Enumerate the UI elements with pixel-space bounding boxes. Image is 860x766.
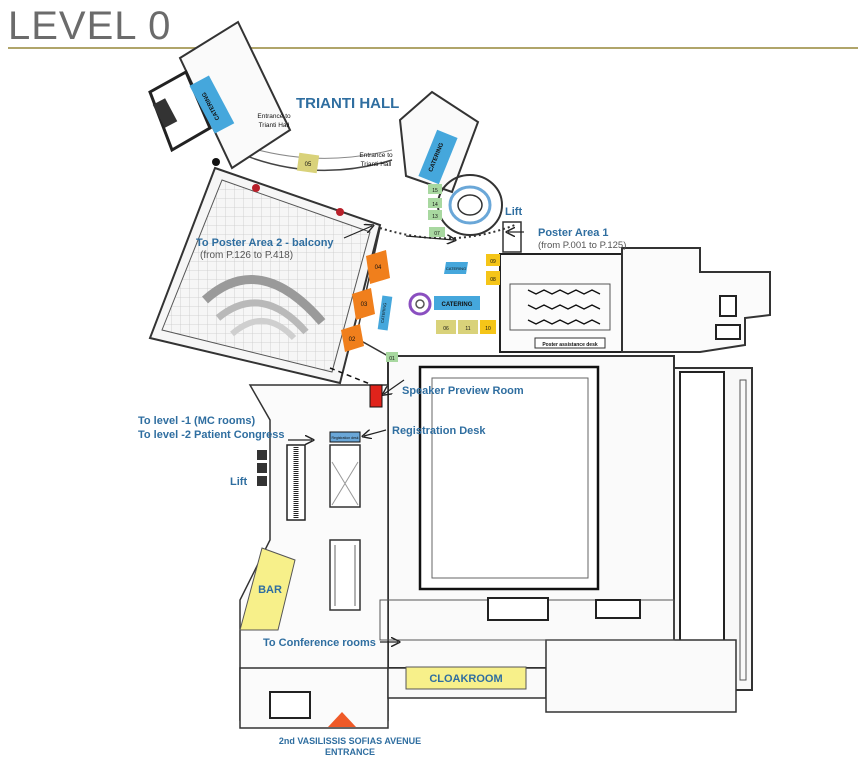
svg-text:07: 07 — [434, 231, 440, 237]
trianti-hall-label: TRIANTI HALL — [296, 95, 399, 112]
lift-top-label: Lift — [505, 206, 522, 218]
south-entrance — [239, 597, 737, 729]
booth-05: 05 — [296, 152, 320, 174]
page-title: LEVEL 0 — [8, 4, 172, 48]
entrance-trianti-2-line2: Trianti Hall — [361, 161, 392, 168]
booth-13: 13 — [428, 210, 442, 220]
bar-label: BAR — [258, 584, 282, 596]
booth-10: 10 — [480, 320, 496, 334]
to-conference-label: To Conference rooms — [263, 637, 376, 649]
to-level-2-label: To level -2 Patient Congress — [138, 429, 285, 441]
catering-vertical: CATERING — [377, 295, 393, 331]
poster-area-2-label: To Poster Area 2 - balcony — [196, 237, 334, 249]
svg-text:04: 04 — [375, 265, 382, 271]
booth-08: 08 — [486, 271, 500, 285]
svg-text:03: 03 — [361, 302, 368, 308]
entrance-arrow-icon — [328, 712, 356, 727]
svg-text:13: 13 — [432, 214, 438, 220]
speaker-preview-room — [369, 384, 383, 408]
poster-area-2-range: (from P.126 to P.418) — [200, 250, 293, 261]
svg-text:06: 06 — [443, 326, 449, 332]
svg-text:09: 09 — [490, 259, 496, 265]
trianti-hall-area — [148, 158, 382, 385]
registration-desk-label: Registration Desk — [392, 425, 486, 437]
booth-03: 03 — [352, 288, 375, 320]
booth-14: 14 — [428, 198, 442, 208]
catering-foyer: CATERING — [434, 296, 480, 310]
booth-04: 04 — [366, 250, 390, 284]
booth-06: 06 — [436, 320, 456, 334]
svg-text:CATERING: CATERING — [380, 302, 388, 323]
svg-text:08: 08 — [490, 277, 496, 283]
svg-text:05: 05 — [305, 162, 312, 168]
svg-text:01: 01 — [389, 356, 395, 362]
entrance-street-label: 2nd VASILISSIS SOFIAS AVENUE — [279, 736, 421, 746]
catering-small: CATERING — [444, 262, 468, 274]
booth-11: 11 — [458, 320, 478, 334]
west-corridor — [239, 384, 389, 721]
to-level-1-label: To level -1 (MC rooms) — [138, 415, 255, 427]
svg-text:10: 10 — [485, 326, 491, 332]
entrance-trianti-2-line1: Entrance to — [359, 152, 393, 159]
lift-left-label: Lift — [230, 476, 247, 488]
svg-text:02: 02 — [349, 337, 356, 343]
marker-dot — [336, 208, 344, 216]
title-divider — [8, 47, 858, 49]
svg-text:CATERING: CATERING — [446, 266, 466, 271]
registration-desk-icon: Registration desk — [329, 431, 361, 443]
registration-desk-small-label: Registration desk — [331, 436, 358, 440]
speaker-preview-label: Speaker Preview Room — [402, 385, 524, 397]
booth-02: 02 — [341, 324, 364, 352]
poster-assistance-label: Poster assistance desk — [542, 342, 598, 348]
west-wing — [148, 20, 292, 170]
svg-text:15: 15 — [432, 188, 438, 194]
booth-07: 07 — [429, 227, 445, 237]
booth-15: 15 — [428, 184, 442, 194]
marker-dot — [212, 158, 220, 166]
svg-text:11: 11 — [465, 326, 470, 332]
svg-text:14: 14 — [432, 202, 438, 208]
lift-top-shaft — [502, 221, 522, 253]
spiral-staircase — [437, 174, 503, 236]
entrance-label: ENTRANCE — [325, 747, 375, 757]
entrance-trianti-1-line2: Trianti Hall — [259, 122, 290, 129]
cloakroom: CLOAKROOM — [405, 666, 527, 690]
booth-09: 09 — [486, 254, 500, 266]
poster-area-1: Poster assistance desk — [499, 253, 623, 353]
catering-right: CATERING — [418, 129, 458, 185]
east-annex — [621, 247, 771, 353]
entrance-trianti-1-line1: Entrance to — [257, 113, 291, 120]
catering-left: CATERING — [189, 75, 235, 134]
main-hall — [387, 355, 675, 669]
central-foyer — [355, 227, 500, 357]
bar-area: BAR — [239, 547, 296, 631]
svg-text:CATERING: CATERING — [442, 302, 473, 308]
cloakroom-label: CLOAKROOM — [429, 673, 502, 685]
booth-01: 01 — [386, 352, 398, 362]
marker-dot — [252, 184, 260, 192]
poster-area-1-range: (from P.001 to P.125) — [538, 240, 626, 251]
east-corridor — [673, 367, 753, 691]
poster-area-1-label: Poster Area 1 — [538, 227, 609, 239]
info-point-icon — [408, 292, 432, 316]
